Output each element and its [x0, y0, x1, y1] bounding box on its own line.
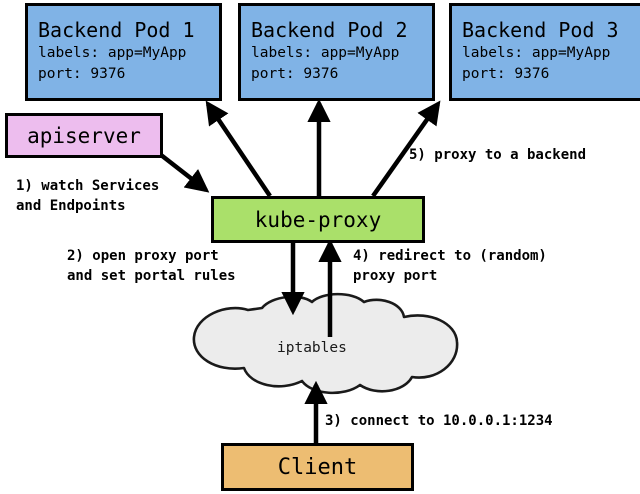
edge-label-proxy-backend: 5) proxy to a backend	[409, 145, 586, 165]
edge-label-redirect: 4) redirect to (random) proxy port	[353, 246, 547, 286]
backend-pod-2-port: port: 9376	[251, 66, 339, 82]
backend-pod-3-port: port: 9376	[462, 66, 550, 82]
client-label: Client	[277, 454, 358, 480]
arrow-kubeproxy-to-pod3	[371, 100, 441, 198]
kube-proxy-label: kube-proxy	[254, 207, 382, 232]
backend-pod-1-port: port: 9376	[38, 66, 126, 82]
backend-pod-2-title: Backend Pod 2	[251, 18, 408, 42]
backend-pod-3-box[interactable]: Backend Pod 3 labels: app=MyApp port: 93…	[449, 3, 640, 101]
edge-label-open-proxy-port: 2) open proxy port and set portal rules	[67, 246, 236, 286]
edge-label-watch-services-line2: and Endpoints	[16, 198, 126, 214]
edge-label-proxy-backend-line1: 5) proxy to a backend	[409, 147, 587, 163]
kube-proxy-box[interactable]: kube-proxy	[211, 196, 425, 243]
apiserver-box[interactable]: apiserver	[5, 113, 163, 158]
edge-label-connect-line1: 3) connect to 10.0.0.1:1234	[325, 413, 553, 429]
edge-label-watch-services: 1) watch Services and Endpoints	[16, 176, 159, 216]
iptables-label: iptables	[277, 340, 347, 356]
backend-pod-3-labels: labels: app=MyApp	[462, 45, 611, 61]
edge-label-watch-services-line1: 1) watch Services	[16, 178, 160, 194]
apiserver-label: apiserver	[27, 123, 141, 148]
backend-pod-2-labels: labels: app=MyApp	[251, 45, 400, 61]
client-box[interactable]: Client	[221, 443, 414, 491]
edge-label-open-proxy-port-line2: and set portal rules	[67, 268, 236, 284]
backend-pod-2-box[interactable]: Backend Pod 2 labels: app=MyApp port: 93…	[238, 3, 435, 101]
arrow-kubeproxy-to-pod1	[205, 100, 272, 198]
edge-label-redirect-line2: proxy port	[353, 268, 438, 284]
backend-pod-1-labels: labels: app=MyApp	[38, 45, 187, 61]
edge-label-redirect-line1: 4) redirect to (random)	[353, 248, 547, 264]
iptables-cloud	[192, 292, 459, 395]
backend-pod-1-box[interactable]: Backend Pod 1 labels: app=MyApp port: 93…	[25, 3, 222, 101]
edge-label-open-proxy-port-line1: 2) open proxy port	[67, 248, 219, 264]
arrow-apiserver-to-kubeproxy	[159, 153, 210, 193]
backend-pod-1-title: Backend Pod 1	[38, 18, 195, 42]
backend-pod-3-title: Backend Pod 3	[462, 18, 619, 42]
edge-label-connect: 3) connect to 10.0.0.1:1234	[325, 411, 553, 431]
